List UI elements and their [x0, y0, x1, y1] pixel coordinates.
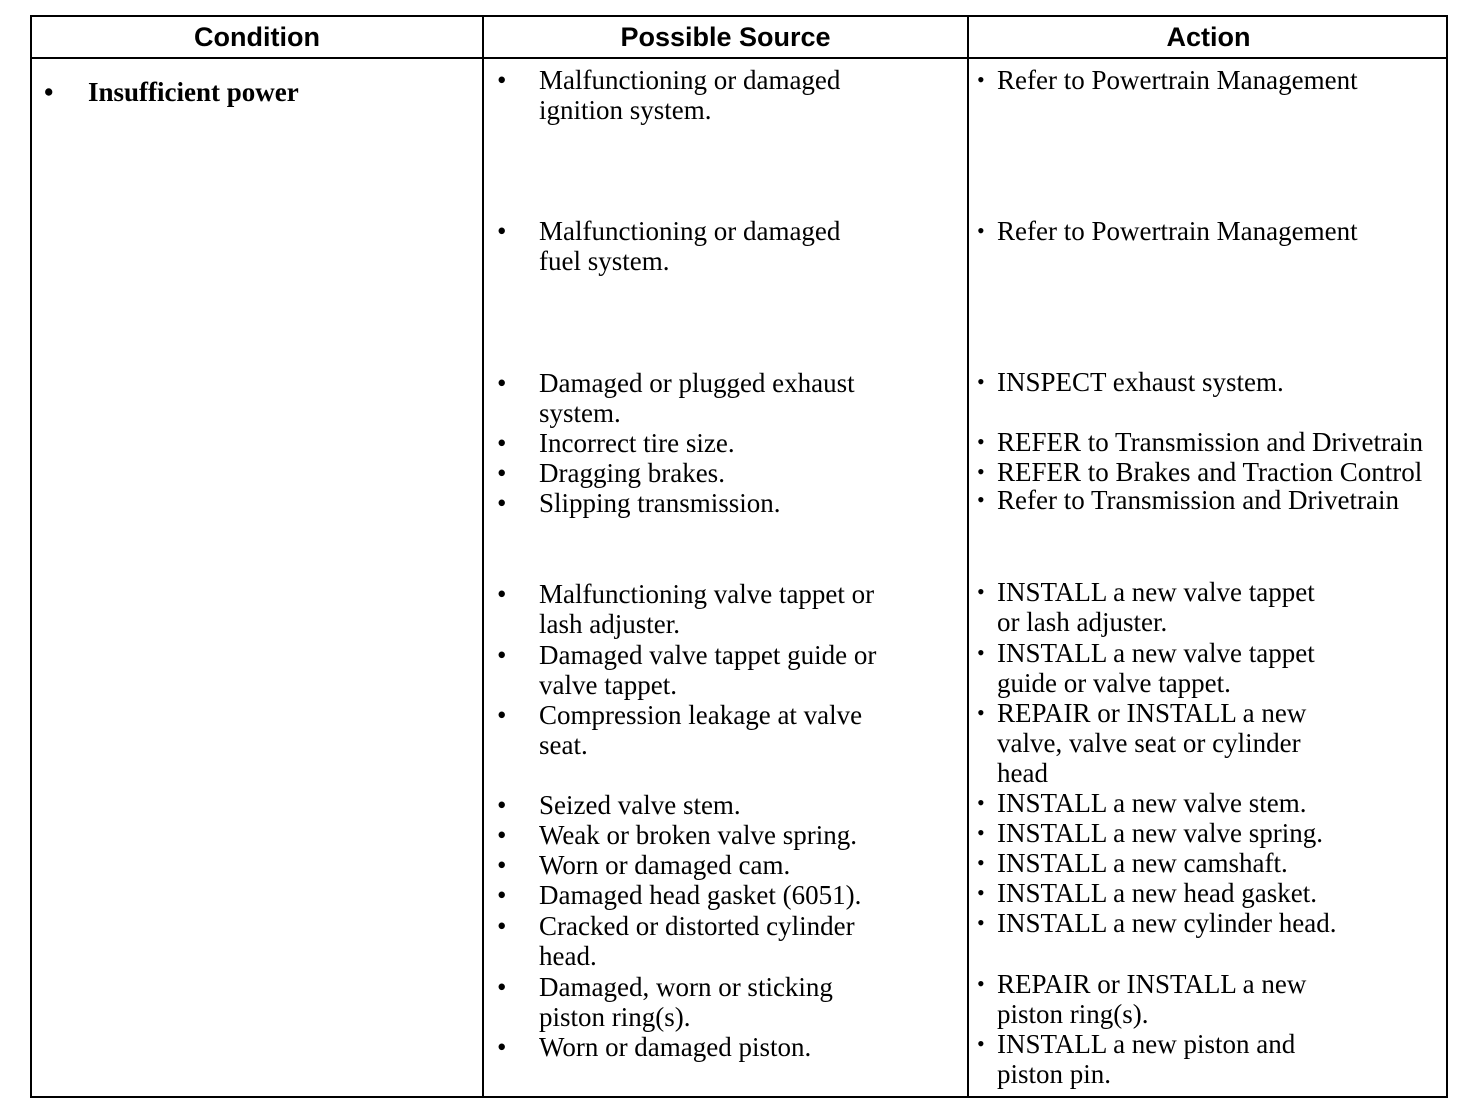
possible-source-bullet: • [497, 850, 507, 880]
action-text-line: valve, valve seat or cylinder [997, 728, 1301, 759]
action-bullet: • [977, 429, 985, 454]
action-text-line: INSTALL a new valve tappet [997, 577, 1315, 607]
possible-source-text-line: piston ring(s). [539, 1002, 691, 1033]
action-bullet: • [977, 700, 985, 725]
possible-source-text-line: Dragging brakes. [539, 458, 725, 488]
action-text-line: INSTALL a new cylinder head. [997, 908, 1337, 938]
action-text-line: INSTALL a new valve spring. [997, 818, 1324, 848]
action-text-line: REFER to Transmission and Drivetrain [997, 427, 1424, 457]
action-text-line: or lash adjuster. [997, 607, 1168, 638]
possible-source-text-line: Malfunctioning or damaged [539, 65, 841, 95]
action-text-line: INSPECT exhaust system. [997, 367, 1284, 397]
possible-source-text-line: seat. [539, 730, 588, 761]
action-text-line: REPAIR or INSTALL a new [997, 969, 1307, 999]
possible-source-bullet: • [497, 428, 507, 458]
possible-source-bullet: • [497, 820, 507, 850]
action-bullet: • [977, 459, 985, 484]
possible-source-text-line: Malfunctioning or damaged [539, 216, 841, 246]
possible-source-text-line: Worn or damaged piston. [539, 1032, 812, 1062]
possible-source-text-line: Damaged valve tappet guide or [539, 640, 877, 670]
possible-source-text-line: Cracked or distorted cylinder [539, 911, 855, 941]
possible-source-text-line: system. [539, 398, 621, 429]
condition-bullet: • [44, 77, 54, 107]
possible-source-text-line: Weak or broken valve spring. [539, 820, 857, 850]
action-text-line: Refer to Powertrain Management [997, 216, 1358, 246]
header-condition: Condition [194, 22, 320, 52]
possible-source-text-line: Malfunctioning valve tappet or [539, 579, 875, 609]
action-bullet: • [977, 880, 985, 905]
action-bullet: • [977, 971, 985, 996]
possible-source-text-line: fuel system. [539, 246, 670, 277]
possible-source-text-line: Damaged, worn or sticking [539, 972, 833, 1002]
action-text-line: guide or valve tappet. [997, 668, 1231, 699]
action-bullet: • [977, 790, 985, 815]
action-text-line: Refer to Transmission and Drivetrain [997, 485, 1399, 515]
action-text-line: head [997, 758, 1048, 789]
action-bullet: • [977, 67, 985, 92]
possible-source-text-line: Seized valve stem. [539, 790, 741, 820]
action-text-line: piston ring(s). [997, 999, 1149, 1030]
possible-source-bullet: • [497, 972, 507, 1002]
header-possible-source: Possible Source [620, 22, 831, 52]
possible-source-bullet: • [497, 488, 507, 518]
column-divider-1 [482, 17, 484, 1096]
possible-source-bullet: • [497, 368, 507, 398]
possible-source-bullet: • [497, 458, 507, 488]
possible-source-text-line: Incorrect tire size. [539, 428, 735, 458]
possible-source-text-line: valve tappet. [539, 670, 677, 701]
possible-source-text-line: Slipping transmission. [539, 488, 781, 518]
action-text-line: INSTALL a new head gasket. [997, 878, 1317, 908]
possible-source-text-line: Worn or damaged cam. [539, 850, 791, 880]
action-text-line: Refer to Powertrain Management [997, 65, 1358, 95]
action-text-line: REFER to Brakes and Traction Control [997, 457, 1423, 487]
condition-text: Insufficient power [88, 77, 299, 107]
action-bullet: • [977, 910, 985, 935]
action-bullet: • [977, 820, 985, 845]
possible-source-text-line: Damaged or plugged exhaust [539, 368, 855, 398]
action-bullet: • [977, 487, 985, 512]
action-bullet: • [977, 369, 985, 394]
possible-source-bullet: • [497, 640, 507, 670]
possible-source-bullet: • [497, 65, 507, 95]
action-text-line: INSTALL a new valve tappet [997, 638, 1315, 668]
possible-source-bullet: • [497, 880, 507, 910]
possible-source-bullet: • [497, 911, 507, 941]
possible-source-bullet: • [497, 1032, 507, 1062]
action-text-line: INSTALL a new camshaft. [997, 848, 1288, 878]
header-action: Action [1166, 22, 1251, 52]
possible-source-bullet: • [497, 790, 507, 820]
possible-source-text-line: ignition system. [539, 95, 712, 126]
possible-source-text-line: Damaged head gasket (6051). [539, 880, 862, 910]
possible-source-text-line: lash adjuster. [539, 609, 680, 640]
action-bullet: • [977, 579, 985, 604]
possible-source-bullet: • [497, 700, 507, 730]
diagnosis-table: Condition Possible Source Action • Insuf… [30, 15, 1448, 1098]
action-text-line: piston pin. [997, 1059, 1112, 1090]
action-bullet: • [977, 850, 985, 875]
possible-source-text-line: Compression leakage at valve [539, 700, 863, 730]
action-bullet: • [977, 1031, 985, 1056]
column-divider-2 [967, 17, 969, 1096]
header-divider [32, 57, 1446, 59]
possible-source-bullet: • [497, 579, 507, 609]
possible-source-bullet: • [497, 216, 507, 246]
action-bullet: • [977, 218, 985, 243]
action-text-line: INSTALL a new valve stem. [997, 788, 1307, 818]
action-text-line: INSTALL a new piston and [997, 1029, 1296, 1059]
possible-source-text-line: head. [539, 941, 597, 972]
action-text-line: REPAIR or INSTALL a new [997, 698, 1307, 728]
action-bullet: • [977, 640, 985, 665]
